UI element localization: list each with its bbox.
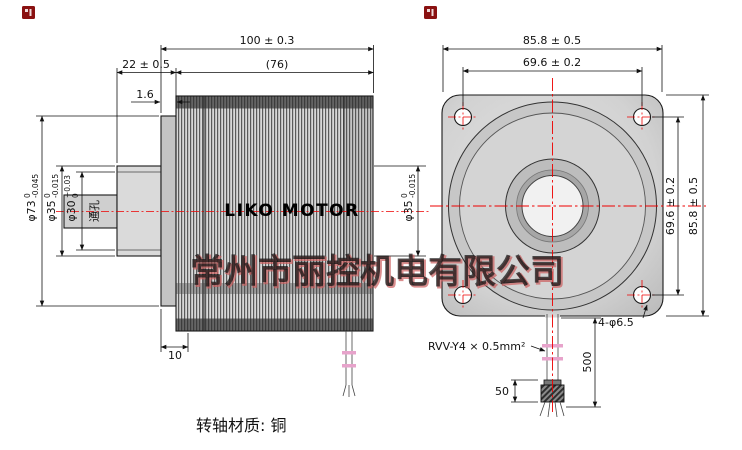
dim-boss-length: 22 ± 0.5: [116, 58, 177, 163]
wire-end: [342, 384, 347, 397]
cable-tie-pink: [342, 364, 356, 368]
dim-body-length: (76): [175, 58, 374, 75]
label-mounting-holes-text: 4-φ6.5: [598, 316, 634, 329]
dim-hole-spacing-vertical: 69.6 ± 0.2: [652, 116, 684, 296]
seal-mark: [29, 9, 32, 16]
front-view-cable: [539, 313, 565, 418]
watermark-text: 常州市丽控机电有限公司: [190, 252, 564, 292]
dim-dia-pilot-value: φ73: [25, 200, 38, 221]
label-mounting-holes: 4-φ6.5: [598, 304, 648, 329]
dim-overall-length-text: 100 ± 0.3: [240, 34, 295, 47]
dim-cable-length-text: 500: [581, 352, 594, 373]
wire-end: [351, 384, 356, 397]
dim-cable-length: 500: [561, 317, 601, 408]
body-bottom-band: [176, 318, 373, 331]
dim-dia-rear-boss: φ35 0 -0.015: [374, 165, 426, 257]
dim-pilot-height: 1.6: [131, 88, 190, 105]
hole-crosshair: [627, 280, 657, 310]
dim-dia-rear-boss-lower: -0.015: [408, 174, 417, 198]
pilot-flange: [160, 115, 177, 307]
watermark: 常州市丽控机电有限公司 常州市丽控机电有限公司: [190, 252, 566, 294]
motor-body: [175, 95, 374, 332]
dim-pilot-height-text: 1.6: [136, 88, 154, 101]
cable-tie-pink: [342, 351, 356, 355]
dim-dia-boss: φ35 0 -0.015: [43, 165, 115, 257]
dim-overall-width: 85.8 ± 0.5: [442, 34, 663, 92]
wire-end: [547, 401, 551, 418]
dim-hole-spacing-horizontal: 69.6 ± 0.2: [462, 56, 643, 106]
wire-end: [554, 401, 558, 418]
brand-label: LIKO MOTOR: [224, 201, 359, 221]
mounting-holes: [448, 102, 657, 310]
dim-bottom-offset-text: 10: [168, 349, 182, 362]
body-lower-band: [176, 283, 373, 294]
red-seal-icon: [22, 6, 35, 19]
body-top-band: [176, 96, 373, 109]
dim-bottom-offset: 10: [160, 309, 189, 362]
dim-connector-length-text: 50: [495, 385, 509, 398]
hole-crosshair: [448, 102, 478, 132]
dim-dia-rear-boss-value: φ35: [402, 200, 415, 221]
dim-dia-shaft-hole-lower: 0: [71, 193, 80, 198]
front-view: [430, 78, 706, 418]
seal-mark: [427, 9, 430, 12]
seal-mark: [431, 9, 434, 16]
label-cable-spec: RVV-Y4 × 0.5mm²: [428, 340, 546, 353]
shaft-through-hole: [521, 175, 584, 237]
watermark-outline: 常州市丽控机电有限公司: [192, 254, 566, 294]
seal-stamp-right: [424, 6, 437, 19]
dim-body-length-text: (76): [266, 58, 289, 71]
hole-crosshair: [627, 102, 657, 132]
material-note: 转轴材质: 铜: [196, 416, 286, 435]
dim-dia-shaft-hole: φ30 +0.03 0 通孔: [63, 171, 115, 251]
dim-overall-height-text: 85.8 ± 0.5: [687, 177, 700, 235]
dim-dia-pilot-upper: 0: [23, 193, 32, 198]
hole-crosshair: [448, 280, 478, 310]
dim-overall-height: 85.8 ± 0.5: [666, 94, 709, 317]
side-view: LIKO MOTOR: [56, 95, 430, 397]
dim-dia-boss-upper: 0: [43, 193, 52, 198]
dim-hole-spacing-vertical-text: 69.6 ± 0.2: [664, 177, 677, 235]
side-view-cable: [342, 331, 356, 397]
dim-dia-pilot-lower: -0.045: [31, 174, 40, 198]
dim-overall-length: 100 ± 0.3: [160, 34, 374, 113]
dim-connector-length: 50: [495, 379, 538, 403]
wire-end: [559, 401, 565, 417]
dim-dia-pilot: φ73 0 -0.045: [23, 115, 159, 307]
seal-stamp-left: [22, 6, 35, 19]
label-cable-spec-text: RVV-Y4 × 0.5mm²: [428, 340, 525, 353]
rear-endbell-shade: [344, 96, 373, 331]
dim-dia-shaft-hole-value: φ30: [65, 200, 78, 221]
dim-dia-boss-value: φ35: [45, 200, 58, 221]
dim-hole-spacing-horizontal-text: 69.6 ± 0.2: [523, 56, 581, 69]
front-boss: [116, 165, 162, 257]
seal-mark: [25, 9, 28, 12]
dim-dia-shaft-hole-upper: +0.03: [63, 175, 72, 198]
front-view-dimensions: 85.8 ± 0.5 69.6 ± 0.2 69.6 ± 0.2 85.8 ± …: [428, 34, 709, 408]
dim-dia-rear-boss-upper: 0: [400, 193, 409, 198]
through-hole-note: 通孔: [88, 200, 101, 222]
wire-end: [539, 401, 546, 417]
side-view-dimensions: 100 ± 0.3 22 ± 0.5 (76) 1.6 10: [23, 34, 426, 362]
red-seal-icon: [424, 6, 437, 19]
dim-dia-boss-lower: -0.015: [51, 174, 60, 198]
dim-overall-width-text: 85.8 ± 0.5: [523, 34, 581, 47]
dim-boss-length-text: 22 ± 0.5: [122, 58, 170, 71]
